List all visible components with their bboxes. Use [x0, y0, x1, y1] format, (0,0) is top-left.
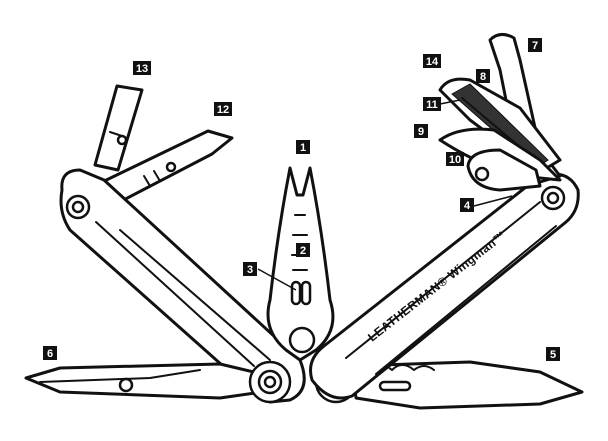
callout-7: 7 [528, 38, 542, 52]
callout-8: 8 [476, 69, 490, 83]
callout-12: 12 [214, 102, 232, 116]
svg-text:1: 1 [300, 142, 306, 154]
callout-2: 2 [296, 243, 310, 257]
svg-text:10: 10 [449, 154, 461, 166]
tool-13-can-opener [93, 84, 144, 172]
callout-4: 4 [460, 198, 474, 212]
tool-6-scissors [24, 362, 264, 400]
svg-text:3: 3 [247, 264, 253, 276]
tool-10-bottle-opener [466, 148, 542, 192]
svg-text:2: 2 [300, 245, 306, 257]
callout-1: 1 [296, 140, 310, 154]
svg-text:14: 14 [426, 56, 439, 68]
callout-11: 11 [423, 97, 441, 111]
svg-text:4: 4 [464, 200, 471, 212]
callout-9: 9 [414, 124, 428, 138]
svg-text:12: 12 [217, 104, 229, 116]
left-pivot [248, 360, 292, 404]
svg-text:7: 7 [532, 40, 538, 52]
callout-13: 13 [133, 61, 151, 75]
svg-text:8: 8 [480, 71, 486, 83]
callout-6: 6 [43, 346, 57, 360]
svg-text:13: 13 [136, 63, 148, 75]
callout-10: 10 [446, 152, 464, 166]
svg-text:6: 6 [47, 348, 53, 360]
callout-3: 3 [243, 262, 257, 276]
svg-text:5: 5 [550, 349, 556, 361]
pliers [266, 166, 335, 362]
callout-14: 14 [423, 54, 441, 68]
callout-5: 5 [546, 347, 560, 361]
svg-text:9: 9 [418, 126, 424, 138]
left-handle [59, 168, 306, 404]
svg-text:11: 11 [426, 99, 438, 111]
